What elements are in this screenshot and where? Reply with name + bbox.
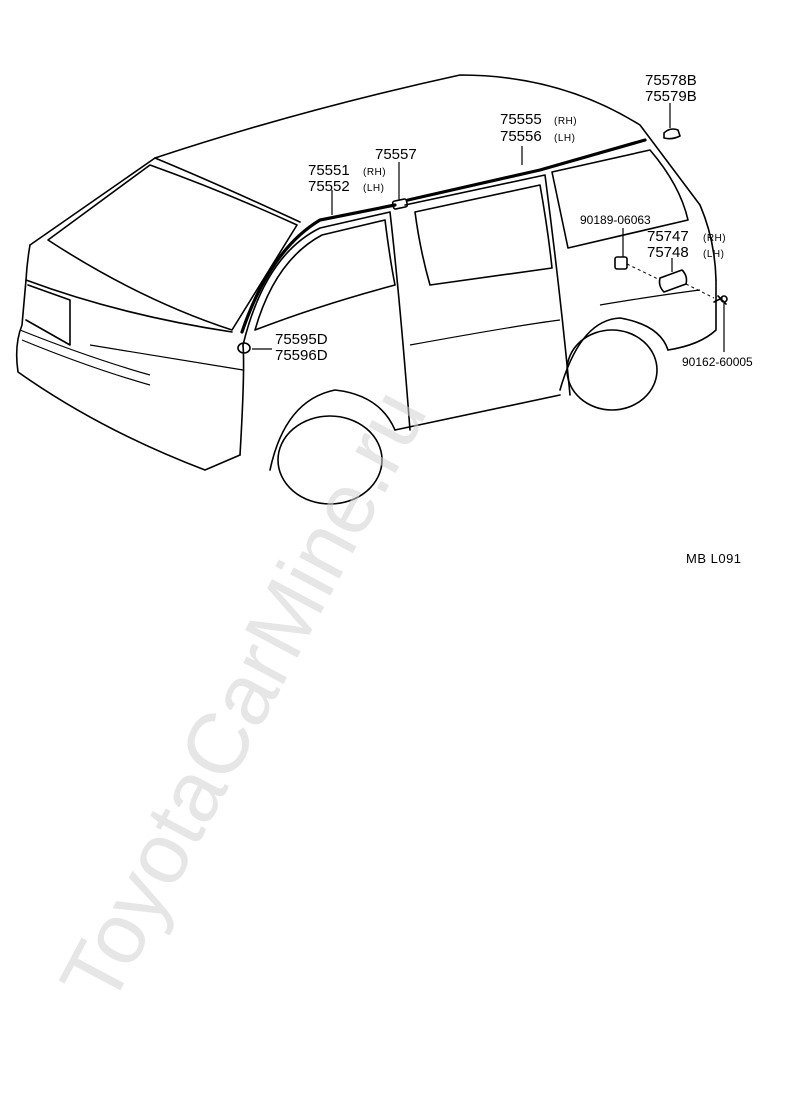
grille-lines xyxy=(19,329,151,386)
label-75595D: 75595D xyxy=(275,331,328,348)
rear-wheel-arch xyxy=(559,317,669,391)
body-crease xyxy=(89,289,701,371)
roof-drip-moulding-front xyxy=(240,203,397,334)
rear-quarter-window xyxy=(551,149,689,249)
front-face xyxy=(15,279,241,471)
moulding-end-cap xyxy=(663,128,681,140)
label-75555: 75555 xyxy=(500,111,542,128)
roof-drip-moulding-rear xyxy=(406,138,647,202)
front-wheel xyxy=(277,415,383,505)
part-labels: 75578B 75579B 75555 (RH) 75556 (LH) 7555… xyxy=(275,72,753,369)
van-roof-outline xyxy=(29,74,717,281)
label-75596D: 75596D xyxy=(275,347,328,364)
label-75557: 75557 xyxy=(375,146,417,163)
sliding-door-window xyxy=(414,184,553,286)
label-90189-06063: 90189-06063 xyxy=(580,213,651,227)
headlamp xyxy=(25,284,71,346)
screw-head xyxy=(720,295,728,303)
label-75748-side: (LH) xyxy=(703,249,724,260)
hood-outline xyxy=(25,244,233,333)
leader-lines xyxy=(252,103,725,352)
sliding-door-outline xyxy=(404,174,571,396)
label-75747: 75747 xyxy=(647,228,689,245)
diagram-reference-code: MB L091 xyxy=(686,551,742,566)
moulding-front-cap xyxy=(237,342,251,354)
plate-75747 xyxy=(658,269,688,293)
moulding-joint-75557 xyxy=(391,198,409,210)
label-75556: 75556 xyxy=(500,128,542,145)
label-90162-60005: 90162-60005 xyxy=(682,355,753,369)
front-wheel-arch xyxy=(269,389,396,471)
label-75556-side: (LH) xyxy=(554,133,575,144)
label-75552: 75552 xyxy=(308,178,350,195)
windshield xyxy=(47,164,298,331)
clip-90189 xyxy=(614,256,628,270)
watermark-text: ToyotaCarMine.ru xyxy=(42,375,445,1019)
label-75579B: 75579B xyxy=(645,88,697,105)
front-door-outline xyxy=(242,211,411,431)
rocker-line xyxy=(239,279,717,456)
label-75551: 75551 xyxy=(308,162,350,179)
van-illustration xyxy=(15,74,717,505)
label-75748: 75748 xyxy=(647,244,689,261)
label-75551-side: (RH) xyxy=(363,167,386,178)
rear-wheel xyxy=(566,329,658,411)
label-75578B: 75578B xyxy=(645,72,697,89)
front-door-window xyxy=(254,219,396,331)
part-components xyxy=(237,128,728,354)
roof-front-edge xyxy=(154,157,301,223)
label-75552-side: (LH) xyxy=(363,183,384,194)
label-75555-side: (RH) xyxy=(554,116,577,127)
screw-assembly-line xyxy=(626,263,715,299)
label-75747-side: (RH) xyxy=(703,233,726,244)
